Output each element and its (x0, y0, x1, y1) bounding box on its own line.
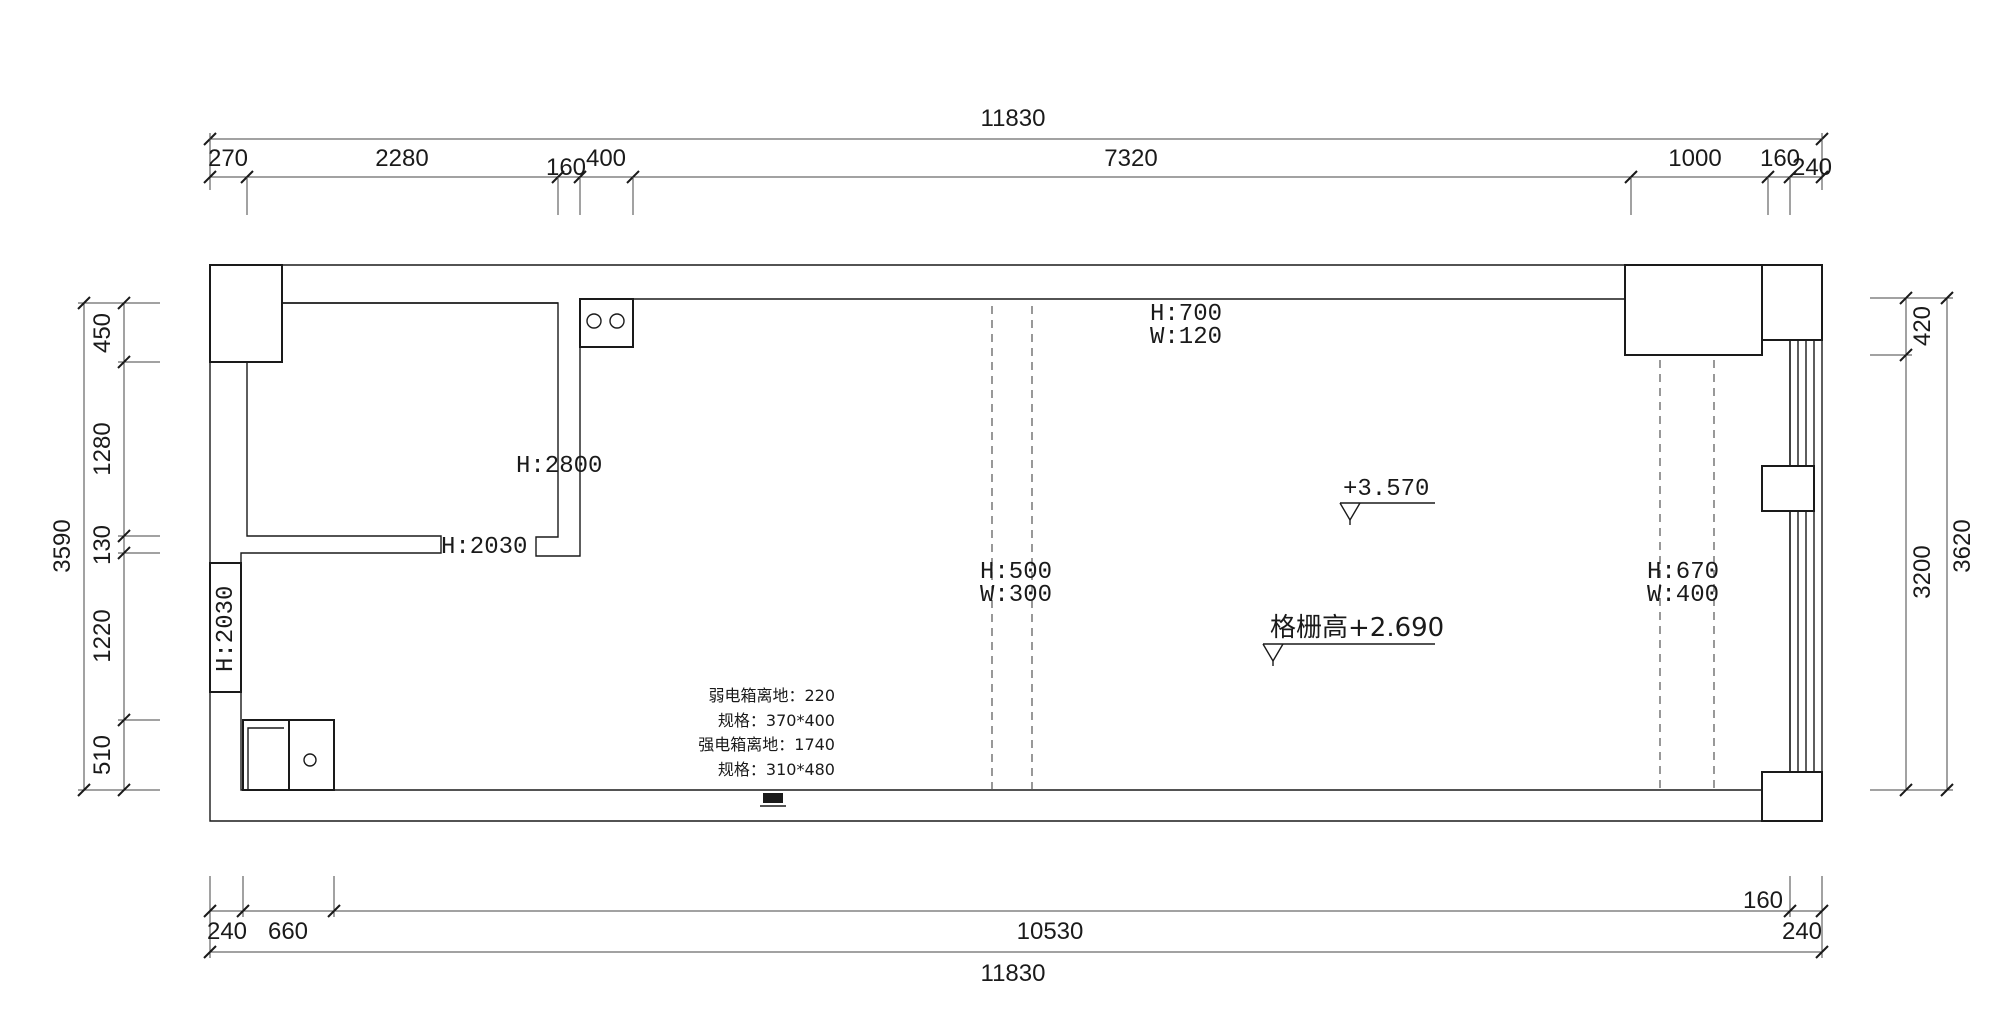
bottom-dimension-240-right: 240 (1782, 918, 1822, 945)
level-marker-ceiling (1339, 502, 1435, 525)
bottom-dimension-10530: 10530 (1017, 918, 1084, 945)
right-dimension-420: 420 (1909, 306, 1936, 346)
sink-basin-right (609, 313, 625, 329)
top-dimension-400: 400 (586, 145, 626, 172)
label-grille-level: 格栅高+2.690 (1270, 613, 1444, 643)
right-dimension-3200: 3200 (1909, 545, 1936, 598)
walls (209, 264, 1823, 822)
note-strong-box-height: 强电箱离地：1740 (698, 735, 835, 754)
bottom-dimension-660: 660 (268, 918, 308, 945)
left-door-frame (209, 562, 242, 693)
left-dimension-450: 450 (89, 313, 116, 353)
bottom-dimension-160: 160 (1743, 887, 1783, 914)
left-dimension-lines: 3590 450 1280 130 1220 510 (49, 296, 160, 797)
label-opening-mid-width: W:300 (980, 582, 1052, 609)
note-strong-box-size: 规格：310*480 (718, 760, 835, 779)
label-opening-mid-height: H:500 (980, 559, 1052, 586)
left-dimension-1280: 1280 (89, 422, 116, 475)
top-dimension-lines: 11830 270 2280 160 400 7320 1000 160 240 (203, 105, 1832, 215)
note-weak-box-size: 规格：370*400 (718, 711, 835, 730)
top-dimension-7320: 7320 (1104, 145, 1157, 172)
note-weak-box-height: 弱电箱离地：220 (708, 686, 835, 705)
label-window-width: W:120 (1150, 324, 1222, 351)
top-dimension-2280: 2280 (375, 145, 428, 172)
label-opening-right-height: H:670 (1647, 559, 1719, 586)
top-ticks (203, 170, 1829, 215)
shower-unit (242, 719, 290, 791)
label-opening-right-width: W:400 (1647, 582, 1719, 609)
toilet-unit (288, 719, 335, 791)
bottom-total-dimension: 11830 (981, 960, 1046, 987)
top-dimension-240: 240 (1792, 154, 1832, 181)
label-door-height-inner: H:2030 (441, 534, 527, 561)
level-marker-grille (1262, 643, 1435, 666)
label-window-height: H:700 (1150, 301, 1222, 328)
column-top-left (209, 264, 283, 363)
top-dimension-1000: 1000 (1668, 145, 1721, 172)
label-door-height-left: H:2030 (213, 586, 240, 672)
label-room-height: H:2800 (516, 453, 602, 480)
top-total-dimension: 11830 (981, 105, 1046, 132)
toilet-drain (303, 753, 317, 767)
top-dimension-160: 160 (546, 154, 586, 181)
top-dimension-270: 270 (208, 145, 248, 172)
column-right-edge (1761, 264, 1823, 341)
column-bottom-right (1761, 771, 1823, 822)
left-dimension-1220: 1220 (89, 609, 116, 662)
bottom-dimension-lines: 240 660 10530 160 240 11830 (203, 876, 1829, 987)
window-pillar (1761, 465, 1815, 512)
overhead-dashed-lines (991, 306, 1715, 790)
electrical-notes: 弱电箱离地：220 规格：370*400 强电箱离地：1740 规格：310*4… (698, 686, 835, 779)
left-total-dimension: 3590 (49, 519, 76, 572)
left-dimension-510: 510 (89, 735, 116, 775)
bottom-dimension-240: 240 (207, 918, 247, 945)
right-total-dimension: 3620 (1949, 519, 1976, 572)
label-ceiling-level: +3.570 (1343, 476, 1429, 503)
sink-basin-left (586, 313, 602, 329)
column-top-right (1624, 264, 1763, 356)
right-dimension-lines: 420 3200 3620 (1870, 291, 1976, 797)
top-dimension-160-right: 160 (1760, 145, 1800, 172)
left-dimension-130: 130 (89, 525, 116, 565)
electrical-box-symbol (760, 793, 786, 807)
